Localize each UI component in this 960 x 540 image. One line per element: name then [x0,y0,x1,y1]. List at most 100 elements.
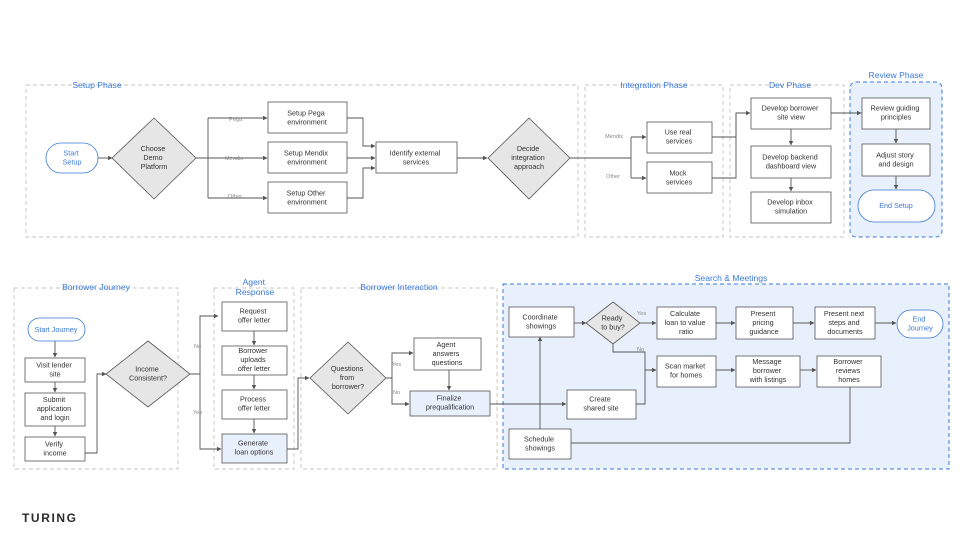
finalize-prequal-box [409,390,491,417]
submit-application-label: Submit application and login [37,395,73,422]
generate-loan-box [221,433,288,464]
setup-phase-title: Setup Phase [72,80,121,90]
agent-response-title: Agent Response [236,277,275,297]
process-offer-box [221,389,288,420]
edge-label-mendix: Mendix [225,156,243,162]
edge-label-yes-questions: Yes [392,362,401,368]
dev-phase-title: Dev Phase [769,80,811,90]
calculate-ltv-box [656,306,717,340]
review-phase-title: Review Phase [869,70,924,80]
start-journey-terminal [27,317,86,342]
visit-lender-box [24,357,86,383]
edge-label-no-ready: No [637,347,644,353]
integration-phase-title: Integration Phase [620,80,688,90]
borrower-uploads-label: Borrower uploads offer letter [238,346,271,373]
process-offer-label: Process offer letter [238,394,271,412]
identify-services-label: Identify external services [390,148,443,166]
setup-mendix-box [267,141,348,174]
identify-services-box [375,141,458,174]
ready-to-buy-label: Ready to buy? [601,313,625,331]
ready-to-buy-decision [585,301,641,345]
schedule-showings-box [508,428,572,460]
coordinate-showings-label: Coordinate showings [522,312,559,330]
start-setup-terminal [45,142,99,174]
adjust-story-label: Adjust story and design [876,150,916,168]
setup-mendix-label: Setup Mendix environment [284,148,330,166]
finalize-prequal-label: Finalize prequalification [426,393,474,411]
decide-integration-decision [487,117,571,200]
dev-inbox-box [750,191,832,224]
present-pricing-label: Present pricing guidance [749,309,778,336]
message-borrower-label: Message borrower with listings [749,357,787,384]
questions-borrower-label: Questions from borrower? [331,364,365,391]
end-setup-terminal [857,189,936,223]
dev-backend-box [750,145,832,179]
choose-platform-label: Choose Demo Platform [141,144,168,171]
start-journey-label: Start Journey [35,325,78,334]
borrower-reviews-box [816,355,882,388]
end-journey-terminal [896,309,944,339]
edge-label-other: Other [228,194,242,200]
visit-lender-label: Visit lender site [36,360,73,378]
scan-market-box [656,355,717,388]
use-real-label: Use real services [665,127,694,145]
submit-application-box [24,392,86,427]
agent-response-container [213,287,295,470]
borrower-journey-title: Borrower Journey [62,282,131,292]
present-pricing-box [735,306,794,340]
edge-label-mendix-integration: Mendix [605,134,623,140]
use-real-services-box [646,121,713,154]
end-setup-label: End Setup [879,201,913,210]
borrower-uploads-box [221,345,288,376]
borrower-interaction-title: Borrower Interaction [360,282,438,292]
message-borrower-box [735,355,801,388]
calculate-ltv-label: Calculate loan to value ratio [665,309,708,336]
end-journey-label: End Journey [907,314,933,332]
setup-pega-label: Setup Pega environment [287,108,327,126]
coordinate-showings-box [508,306,575,338]
scan-market-label: Scan market for homes [665,361,707,379]
review-principles-box [861,97,931,130]
income-consistent-label: Income Consistent? [129,364,167,382]
generate-loan-label: Generate loan options [235,438,274,456]
dev-inbox-label: Develop inbox simulation [767,197,815,215]
dev-borrower-site-label: Develop borrower site view [762,103,821,121]
edge-label-no-income: No [194,344,201,350]
request-offer-label: Request offer letter [238,306,271,324]
edge-label-yes-income: Yes [193,410,202,416]
setup-other-box [267,181,348,214]
decide-integration-label: Decide integration approach [511,144,547,171]
present-next-steps-label: Present next steps and documents [824,309,866,336]
present-next-steps-box [814,306,876,340]
verify-income-label: Verify income [43,439,66,457]
create-shared-site-label: Create shared site [583,394,618,412]
setup-pega-box [267,101,348,134]
verify-income-box [24,436,86,462]
setup-phase-container [25,84,579,238]
edge-label-no-questions: No [393,390,400,396]
borrower-interaction-container [300,287,498,470]
income-consistent-decision [105,340,191,408]
dev-backend-label: Develop backend dashboard view [762,152,820,170]
brand-logo: TURING [22,511,78,525]
dev-borrower-site-box [750,97,832,130]
request-offer-box [221,301,288,332]
dev-phase-container [729,84,845,238]
review-principles-label: Review guiding principles [871,103,922,121]
setup-other-label: Setup Other environment [287,188,328,206]
agent-answers-label: Agent answers questions [432,340,463,367]
adjust-story-box [861,143,931,177]
mock-services-label: Mock services [666,168,693,186]
edge-label-other-integration: Other [606,174,620,180]
integration-phase-container [584,84,724,238]
create-shared-site-box [566,389,637,420]
agent-answers-box [413,337,482,371]
edge-label-pega: Pega [229,117,243,123]
borrower-reviews-label: Borrower reviews homes [833,357,864,384]
search-meetings-title: Search & Meetings [695,273,768,283]
mock-services-box [646,161,713,194]
edge-label-yes-ready: Yes [637,311,646,317]
questions-borrower-decision [309,341,387,415]
choose-platform-decision [111,117,197,200]
